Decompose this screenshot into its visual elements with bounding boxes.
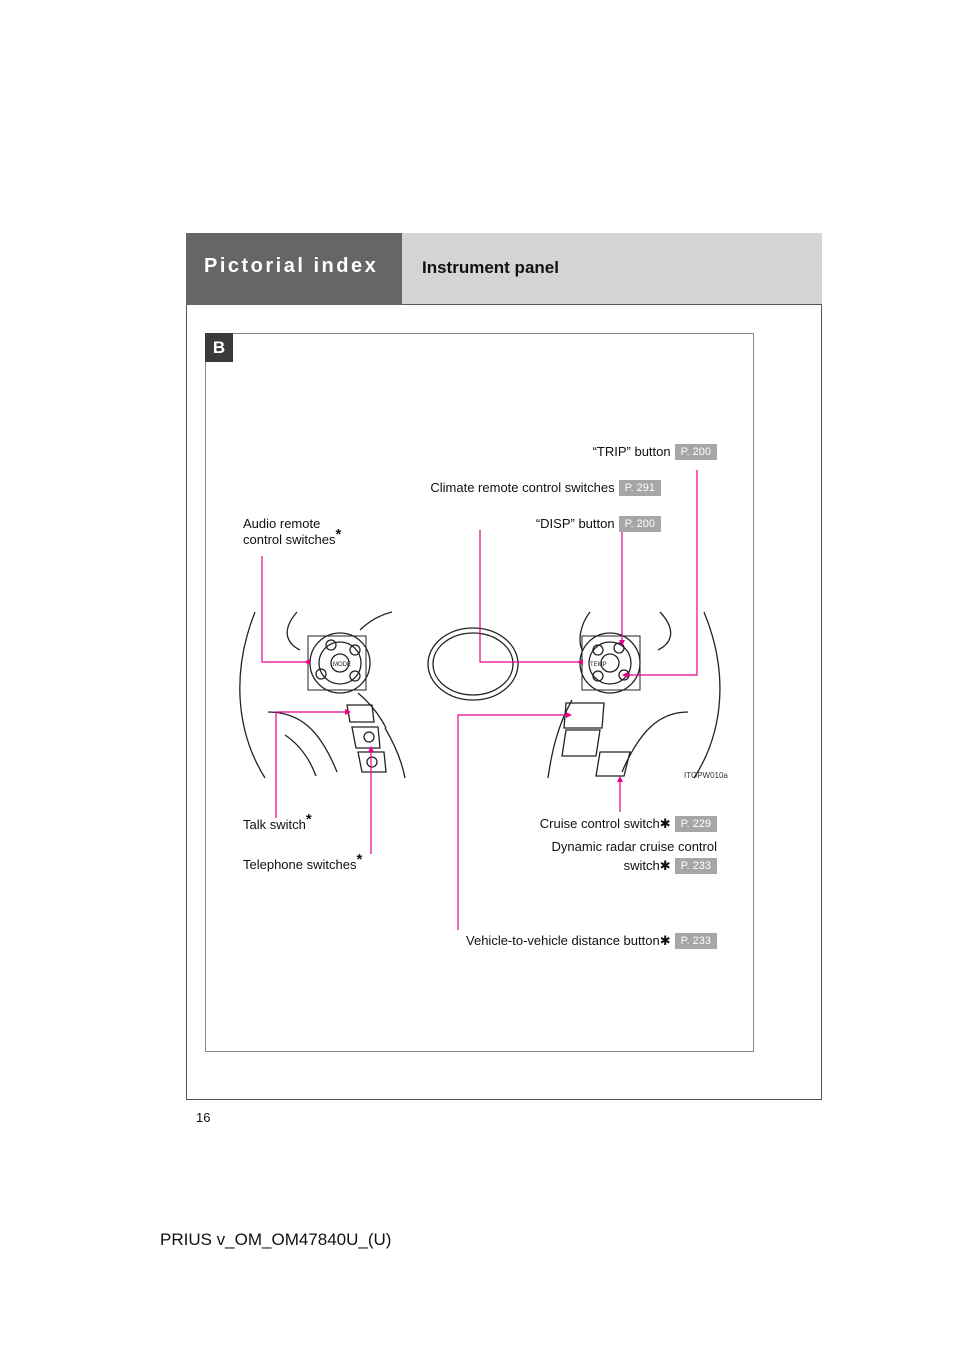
left-wheel-rim (239, 611, 266, 779)
distance-button (563, 702, 605, 729)
radar-asterisk: ✱ (659, 858, 671, 873)
disp-button-icon (613, 642, 625, 654)
radar-label-line1: Dynamic radar cruise control (480, 839, 717, 855)
climate-text: Climate remote control switches (430, 480, 615, 495)
talk-switch-button (346, 704, 375, 723)
audio-text-1: Audio remote (243, 516, 321, 531)
left-spoke-lower (284, 734, 317, 777)
mode-switch-text: MODE (333, 662, 351, 668)
climate-page-ref[interactable]: P. 291 (618, 480, 661, 496)
callout-trip (628, 470, 698, 676)
callout-talk (275, 711, 345, 818)
distance-label: Vehicle-to-vehicle distance button✱P. 23… (400, 933, 717, 949)
section-title: Pictorial index (204, 255, 379, 277)
telephone-star: * (356, 851, 363, 868)
radar-text-2: switch (623, 858, 660, 873)
trip-text: “TRIP” button (592, 444, 671, 459)
telephone-label: Telephone switches* (243, 852, 362, 873)
audio-star: * (335, 526, 342, 543)
callout-climate (479, 530, 583, 663)
disp-page-ref[interactable]: P. 200 (618, 516, 661, 532)
section-tab: Pictorial index (186, 233, 402, 305)
header-bar: Instrument panel (402, 233, 822, 305)
telephone-hangup-button (357, 751, 387, 773)
distance-asterisk: ✱ (659, 933, 671, 948)
cruise-page-ref[interactable]: P. 229 (674, 816, 717, 832)
radar-text-1: Dynamic radar cruise control (551, 839, 717, 854)
cruise-text: Cruise control switch (539, 816, 660, 831)
cruise-label: Cruise control switch✱P. 229 (480, 816, 717, 832)
right-wheel-rim (693, 611, 721, 779)
audio-text-2: control switches (243, 532, 336, 547)
callout-distance (457, 714, 566, 930)
telephone-text: Telephone switches (243, 857, 357, 872)
disp-text: “DISP” button (535, 516, 615, 531)
left-spoke (267, 711, 338, 773)
talk-text: Talk switch (243, 817, 306, 832)
volume-up-icon (325, 639, 337, 651)
cruise-control-lever (595, 751, 631, 777)
instrument-hood (427, 627, 519, 701)
radar-page-ref[interactable]: P. 233 (674, 858, 717, 874)
trip-page-ref[interactable]: P. 200 (674, 444, 717, 460)
page-number: 16 (196, 1110, 211, 1125)
distance-page-ref[interactable]: P. 233 (674, 933, 717, 949)
talk-star: * (305, 811, 312, 828)
figure-badge: B (205, 333, 233, 362)
illustration-code: ITOPW010a (684, 771, 728, 780)
figure-box (205, 333, 754, 1052)
audio-label: Audio remote control switches* (243, 516, 341, 548)
distance-text: Vehicle-to-vehicle distance button (466, 933, 660, 948)
radar-label-line2: switch✱P. 233 (480, 858, 717, 874)
document-footer: PRIUS v_OM_OM47840U_(U) (160, 1230, 392, 1249)
left-wheel-inner-rim (286, 611, 301, 651)
volume-down-icon (315, 668, 327, 680)
cruise-asterisk: ✱ (659, 816, 671, 831)
callout-audio (261, 556, 310, 663)
page-title: Instrument panel (422, 258, 559, 277)
talk-label: Talk switch* (243, 812, 312, 833)
telephone-pickup-button (351, 726, 381, 749)
temp-switch-text: TEMP (590, 662, 607, 668)
